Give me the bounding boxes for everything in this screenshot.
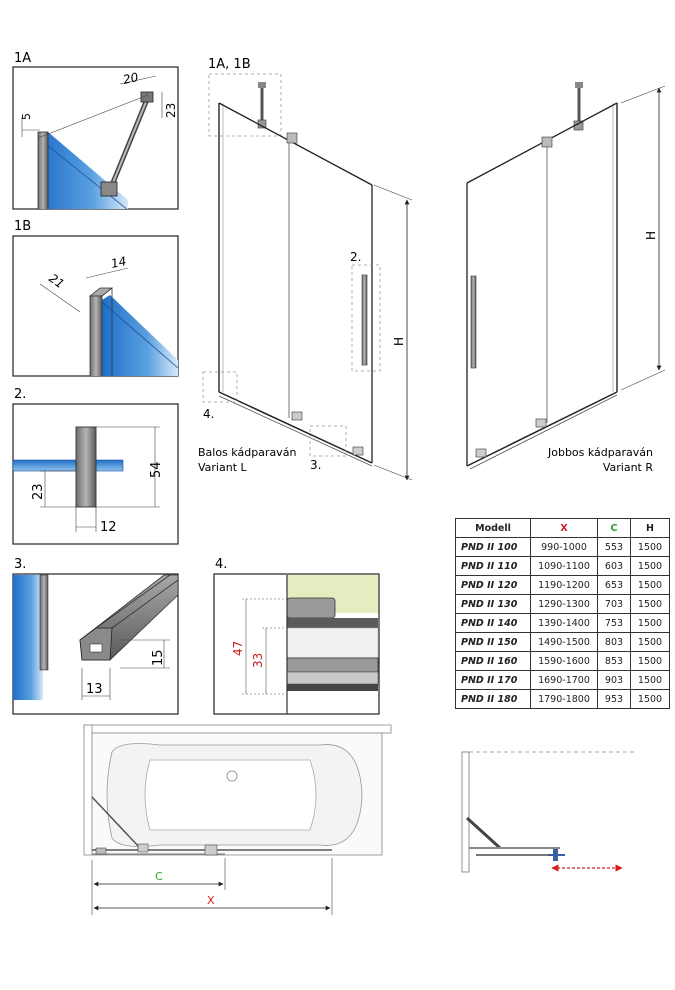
sliding-schematic — [461, 751, 634, 873]
cell-model: PND II 170 — [455, 670, 531, 690]
cell-h: 1500 — [630, 689, 670, 709]
cell-model: PND II 140 — [455, 613, 531, 633]
cell-c: 953 — [597, 689, 631, 709]
cell-c: 553 — [597, 537, 631, 557]
cell-model: PND II 150 — [455, 632, 531, 652]
variant-left-drawing: 1A, 1B 2. 4. 3. H Balos kádparaván Varia… — [198, 57, 413, 481]
cell-model: PND II 110 — [455, 556, 531, 576]
dim-1a-5: 5 — [20, 113, 33, 120]
caption-right-1: Jobbos kádparaván — [547, 446, 653, 459]
cell-x: 990-1000 — [530, 537, 598, 557]
plan-c-label: C — [155, 870, 163, 883]
dim-2-54: 54 — [149, 461, 164, 478]
detail-4: 4. 47 33 — [213, 557, 380, 715]
detail-3: 3. 15 13 — [12, 557, 179, 715]
plan-view: C X — [83, 724, 392, 915]
callout-corner: 4. — [203, 407, 214, 421]
height-label-left: H — [392, 337, 406, 346]
header-x: X — [530, 518, 598, 538]
cell-x: 1190-1200 — [530, 575, 598, 595]
dim-2-12: 12 — [100, 520, 117, 535]
cell-model: PND II 130 — [455, 594, 531, 614]
cell-c: 853 — [597, 651, 631, 671]
cell-x: 1790-1800 — [530, 689, 598, 709]
cell-c: 603 — [597, 556, 631, 576]
callout-handle: 2. — [350, 250, 361, 264]
cell-x: 1290-1300 — [530, 594, 598, 614]
dim-3-15: 15 — [151, 649, 166, 666]
cell-c: 653 — [597, 575, 631, 595]
cell-model: PND II 100 — [455, 537, 531, 557]
detail-4-label: 4. — [215, 557, 227, 572]
cell-c: 753 — [597, 613, 631, 633]
dim-1a-23: 23 — [164, 103, 178, 118]
header-modell: Modell — [455, 518, 531, 538]
cell-h: 1500 — [630, 632, 670, 652]
caption-left-1: Balos kádparaván — [198, 446, 296, 459]
cell-x: 1390-1400 — [530, 613, 598, 633]
cell-x: 1690-1700 — [530, 670, 598, 690]
detail-3-label: 3. — [14, 557, 26, 572]
plan-x-label: X — [207, 894, 215, 907]
header-c: C — [597, 518, 631, 538]
cell-h: 1500 — [630, 594, 670, 614]
table-header-row: Modell X C H — [455, 518, 670, 538]
cell-c: 703 — [597, 594, 631, 614]
detail-2-label: 2. — [14, 387, 26, 402]
height-label-right: H — [644, 231, 658, 240]
cell-x: 1490-1500 — [530, 632, 598, 652]
cell-x: 1090-1100 — [530, 556, 598, 576]
cell-h: 1500 — [630, 556, 670, 576]
cell-h: 1500 — [630, 651, 670, 671]
cell-model: PND II 180 — [455, 689, 531, 709]
callout-1a-1b: 1A, 1B — [208, 57, 251, 72]
cell-model: PND II 160 — [455, 651, 531, 671]
cell-h: 1500 — [630, 613, 670, 633]
dim-3-13: 13 — [86, 682, 103, 697]
cell-h: 1500 — [630, 537, 670, 557]
detail-2: 2. 54 23 12 — [12, 387, 179, 545]
variant-right-drawing: H Jobbos kádparaván Variant R — [466, 82, 666, 474]
cell-model: PND II 120 — [455, 575, 531, 595]
detail-1b-label: 1B — [14, 219, 31, 234]
callout-rail: 3. — [310, 458, 321, 472]
cell-c: 903 — [597, 670, 631, 690]
detail-1a-label: 1A — [14, 51, 31, 66]
caption-right-2: Variant R — [603, 461, 654, 474]
header-h: H — [630, 518, 670, 538]
dim-2-23: 23 — [31, 483, 46, 500]
cell-c: 803 — [597, 632, 631, 652]
cell-x: 1590-1600 — [530, 651, 598, 671]
dim-4-33: 33 — [251, 653, 265, 668]
caption-left-2: Variant L — [198, 461, 248, 474]
dim-1b-14: 14 — [110, 254, 128, 271]
cell-h: 1500 — [630, 575, 670, 595]
dim-4-47: 47 — [231, 641, 245, 656]
dim-1a-20: 20 — [122, 70, 140, 87]
cell-h: 1500 — [630, 670, 670, 690]
detail-1a: 1A 20 5 23 — [12, 51, 179, 210]
detail-1b: 1B 21 14 — [12, 219, 179, 377]
